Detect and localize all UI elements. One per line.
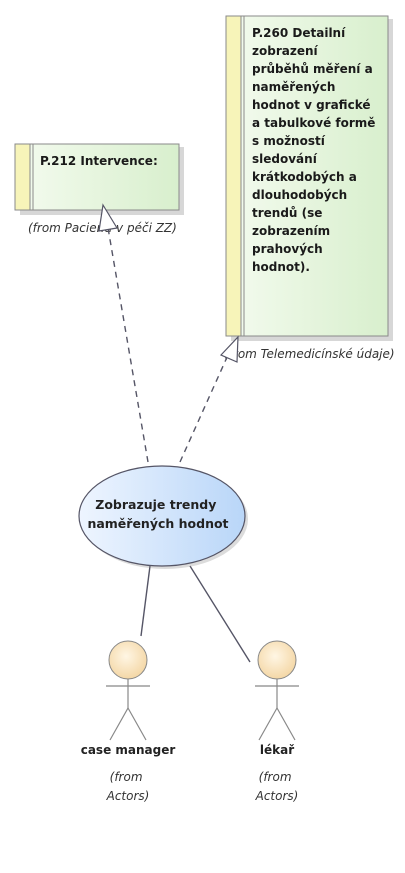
- actor-case-manager-name: case manager: [81, 743, 176, 757]
- association-lekar[interactable]: [189, 565, 251, 663]
- association-case-manager[interactable]: [140, 565, 151, 637]
- use-case-label: Zobrazuje trendy naměřených hodnot: [87, 497, 228, 531]
- actor-case-manager-from: (from Actors): [106, 770, 150, 803]
- requirement-p212[interactable]: P.212 Intervence:: [14, 143, 184, 215]
- realization-connector-p212[interactable]: [98, 203, 149, 463]
- requirement-p260-label: P.260 Detailní zobrazení průběhů měření …: [252, 26, 380, 274]
- requirement-p260-from: (from Telemedicínské údaje): [224, 347, 395, 361]
- actor-case-manager[interactable]: [106, 640, 150, 741]
- use-case-zobrazuje-trendy[interactable]: Zobrazuje trendy naměřených hodnot: [78, 465, 248, 569]
- actor-lekar-from: (from Actors): [255, 770, 299, 803]
- requirement-p260[interactable]: P.260 Detailní zobrazení průběhů měření …: [225, 15, 393, 341]
- actor-lekar[interactable]: [255, 640, 299, 741]
- actor-lekar-name: lékař: [260, 743, 294, 757]
- realization-connector-p260[interactable]: [179, 335, 239, 463]
- requirement-p212-label: P.212 Intervence:: [40, 154, 158, 168]
